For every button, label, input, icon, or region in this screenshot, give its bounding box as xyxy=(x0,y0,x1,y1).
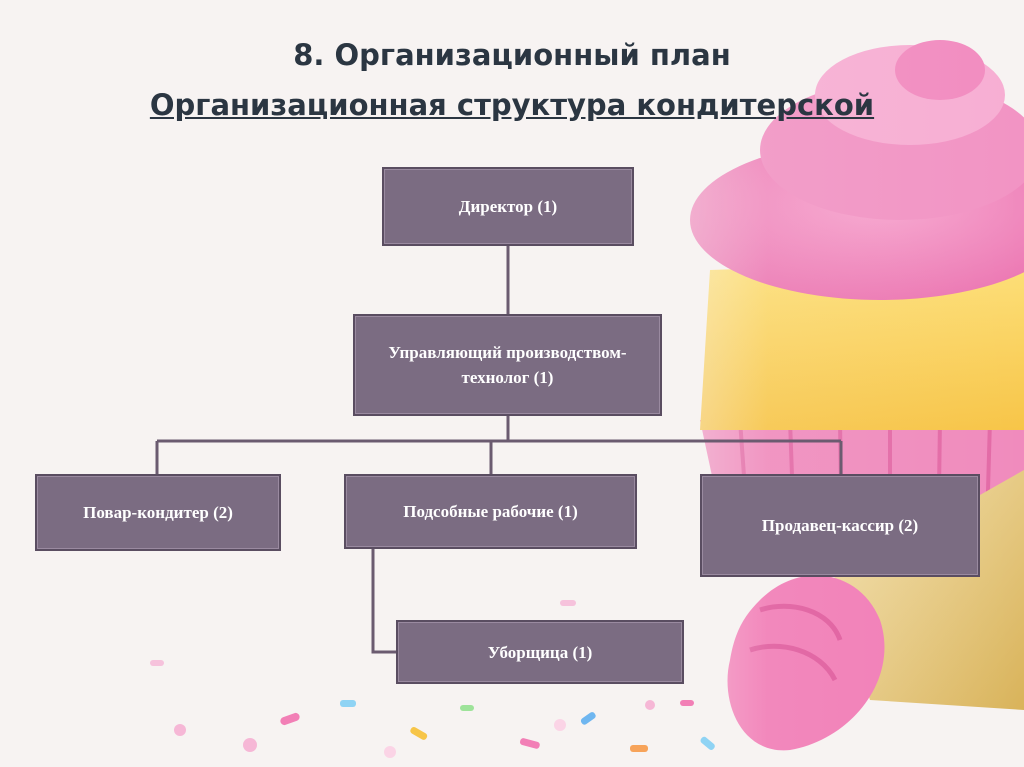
org-box-manager-label: Управляющий производством-технолог (1) xyxy=(388,343,627,387)
org-box-helpers: Подсобные рабочие (1) xyxy=(344,474,637,549)
org-box-helpers-label: Подсобные рабочие (1) xyxy=(403,502,578,521)
org-box-cleaner: Уборщица (1) xyxy=(396,620,684,684)
org-box-director: Директор (1) xyxy=(382,167,634,246)
title-subheading: Организационная структура кондитерской xyxy=(149,88,875,122)
slide-title: 8. Организационный план Организационная … xyxy=(0,30,1024,130)
org-box-director-label: Директор (1) xyxy=(458,197,558,216)
org-box-cashier: Продавец-кассир (2) xyxy=(700,474,980,577)
title-heading: 8. Организационный план xyxy=(293,38,731,72)
org-box-cleaner-label: Уборщица (1) xyxy=(487,642,593,662)
org-box-pastry-chef-label: Повар-кондитер (2) xyxy=(83,503,233,522)
org-box-cashier-label: Продавец-кассир (2) xyxy=(761,516,919,535)
org-box-manager: Управляющий производством-технолог (1) xyxy=(353,314,662,416)
org-box-pastry-chef: Повар-кондитер (2) xyxy=(35,474,281,551)
